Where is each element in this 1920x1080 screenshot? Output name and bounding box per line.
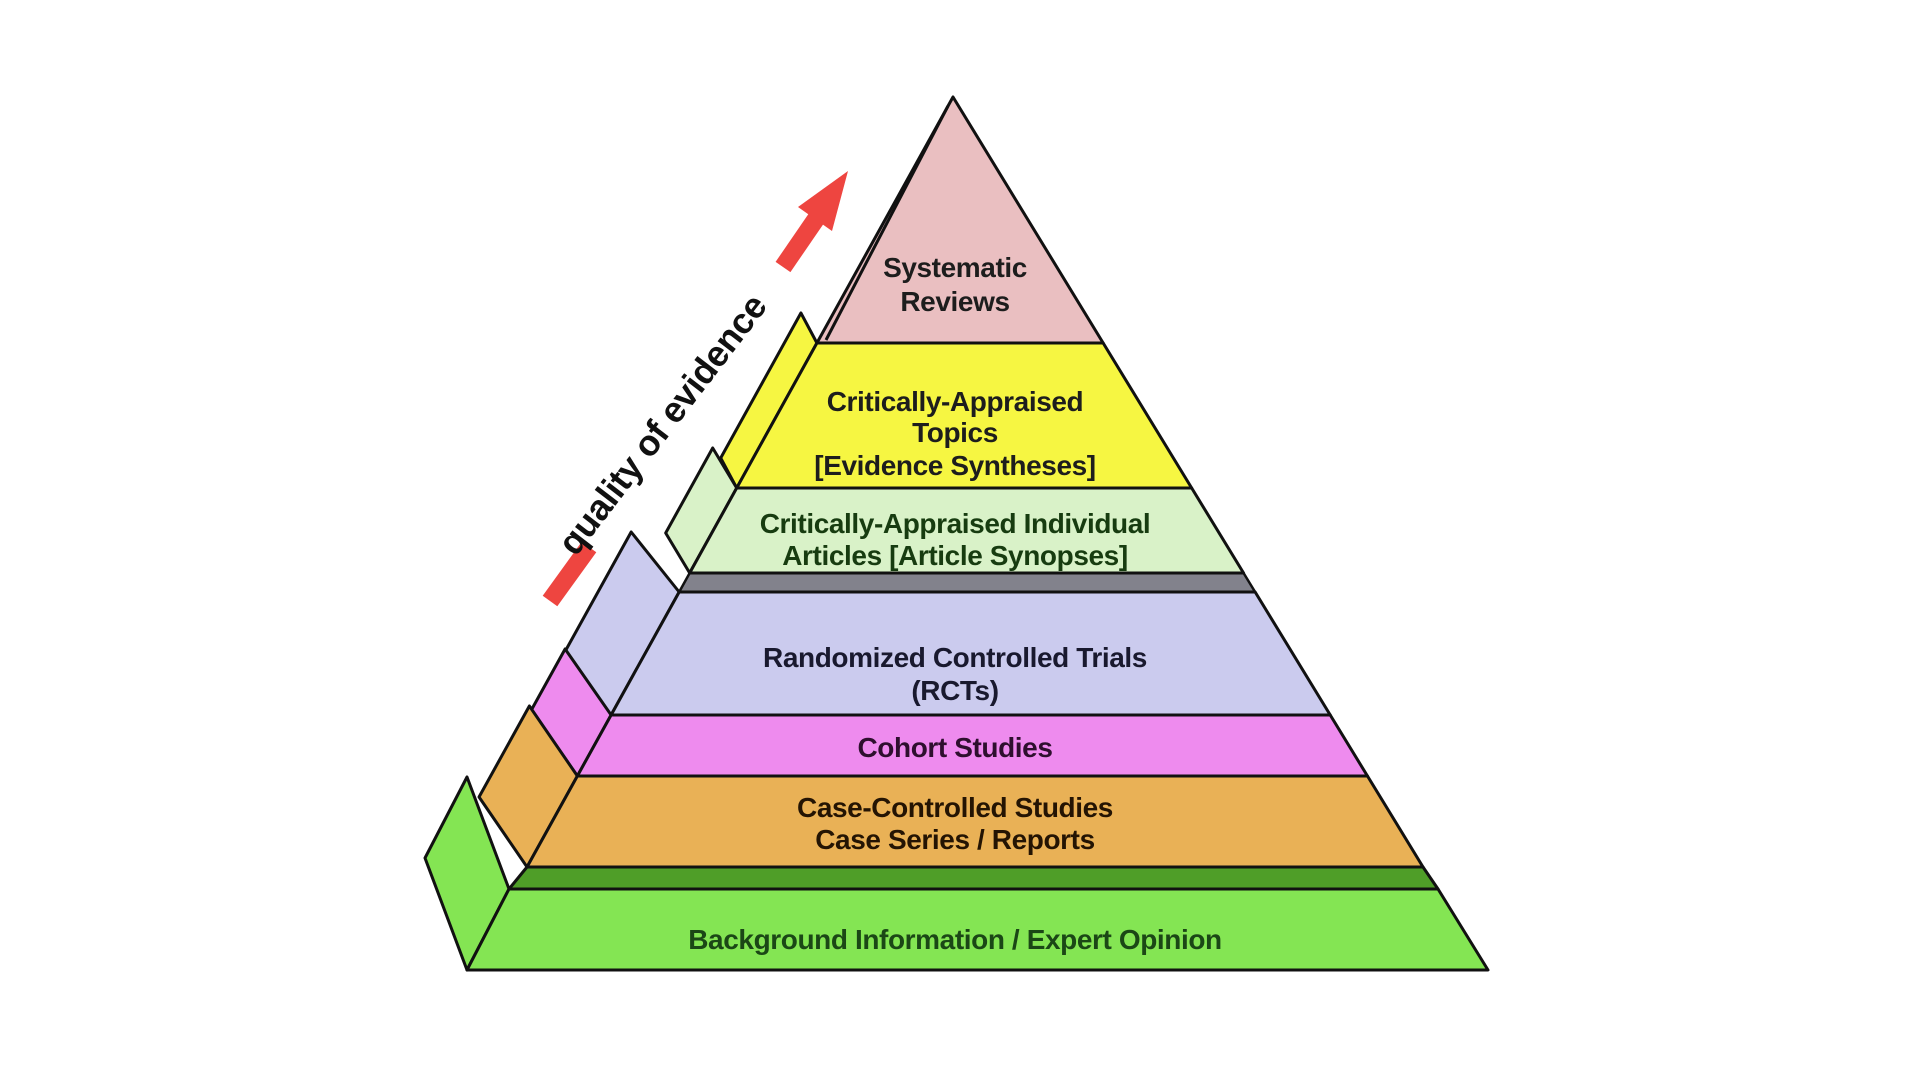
layer-background-information <box>465 887 1490 972</box>
apex-left-rim-line <box>824 105 950 341</box>
layer-label-critically-appraised-topics-line3: [Evidence Syntheses] <box>814 450 1095 481</box>
layer-label-critically-appraised-topics-line1: Critically-Appraised <box>827 386 1084 417</box>
layer-label-randomized-controlled-trials-line2: (RCTs) <box>911 675 998 706</box>
layer-label-systematic-reviews-line2: Reviews <box>900 286 1009 317</box>
layer-label-case-controlled-studies-line1: Case-Controlled Studies <box>797 792 1113 823</box>
top-face-background-information <box>507 865 1440 891</box>
quality-arrow-tail <box>542 541 597 607</box>
pyramid-front-faces <box>525 95 1425 869</box>
separator-strip <box>677 571 1257 594</box>
layer-label-critically-appraised-individual-articles-line1: Critically-Appraised Individual <box>760 508 1151 539</box>
layer-labels: SystematicReviewsCritically-AppraisedTop… <box>688 252 1222 955</box>
layer-label-randomized-controlled-trials-line1: Randomized Controlled Trials <box>763 642 1147 673</box>
layer-label-critically-appraised-topics-line2: Topics <box>912 417 998 448</box>
quality-arrow-shaft <box>775 210 826 273</box>
layer-label-cohort-studies-line1: Cohort Studies <box>857 732 1052 763</box>
layer-label-case-controlled-studies-line2: Case Series / Reports <box>815 824 1095 855</box>
separator-filtered-unfiltered-shadow <box>677 571 1257 594</box>
base-slab <box>423 775 1490 972</box>
layer-label-critically-appraised-individual-articles-line2: Articles [Article Synopses] <box>782 540 1128 571</box>
layer-label-systematic-reviews-line1: Systematic <box>883 252 1027 283</box>
layer-label-background-information-line1: Background Information / Expert Opinion <box>688 924 1222 955</box>
quality-arrow-head <box>798 171 848 231</box>
layer-critically-appraised-individual-articles <box>688 486 1246 575</box>
